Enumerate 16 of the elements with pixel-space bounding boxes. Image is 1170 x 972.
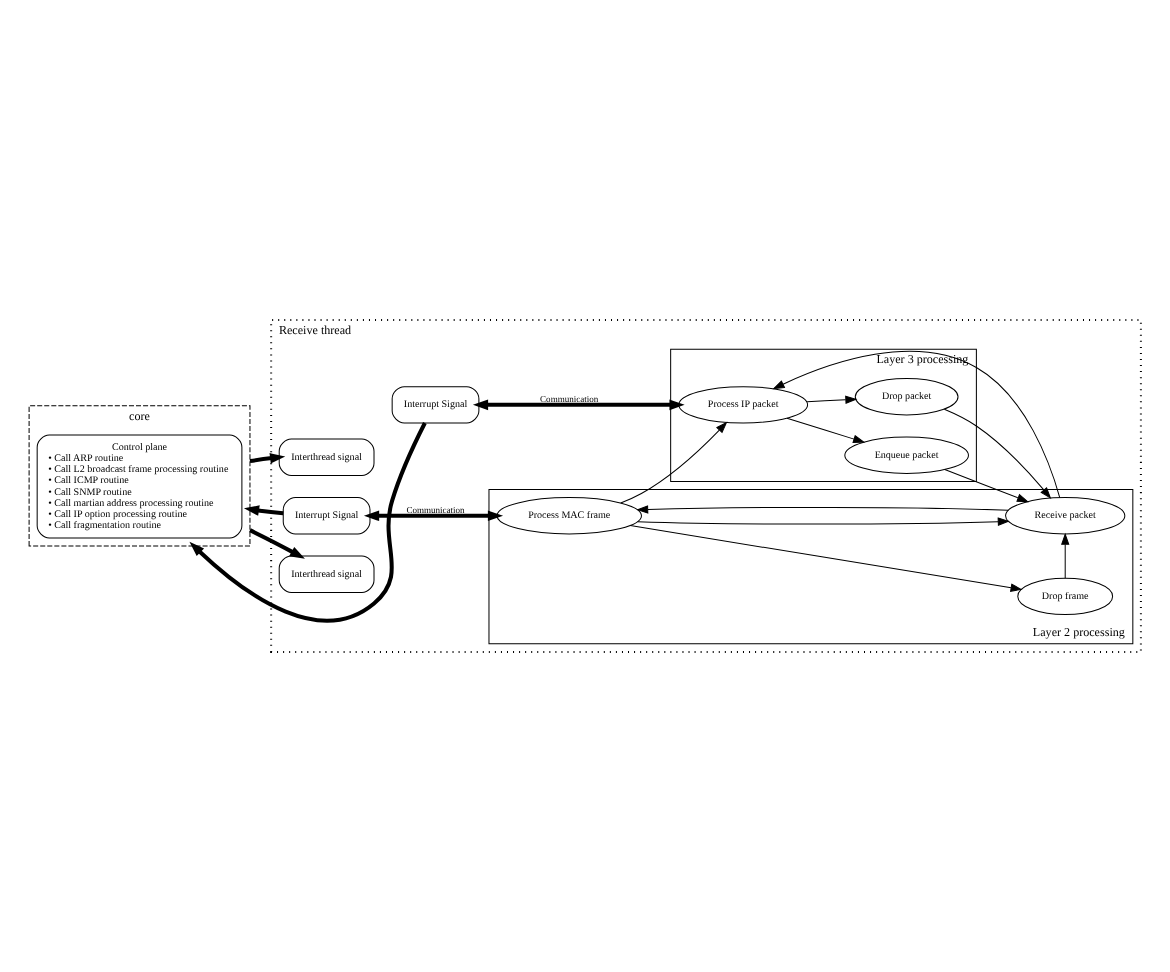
arrow (786, 417, 866, 444)
arrow (472, 399, 685, 411)
arrow (189, 422, 427, 623)
arrow (243, 505, 284, 516)
arrow (772, 350, 1061, 499)
arrow (629, 525, 1023, 592)
arrow (806, 395, 858, 404)
arrow (943, 408, 1052, 499)
arrow (636, 505, 1009, 514)
arrow (249, 528, 305, 559)
arrow (620, 421, 728, 504)
arrow (249, 453, 286, 464)
arrow (1060, 532, 1070, 579)
arrow (637, 517, 1010, 526)
arrow (363, 510, 504, 522)
arrow (944, 469, 1030, 503)
